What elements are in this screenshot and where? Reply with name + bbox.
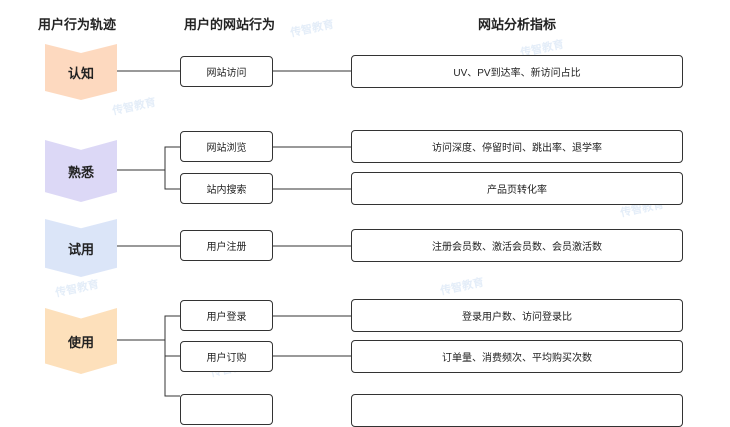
stage-label: 熟悉	[67, 164, 94, 180]
stage-label: 认知	[67, 65, 94, 81]
metric-box: 登录用户数、访问登录比	[351, 299, 683, 332]
connector-line	[164, 146, 180, 190]
action-box	[180, 394, 273, 425]
metric-box	[351, 394, 683, 427]
stage-familiarity: 熟悉	[45, 140, 117, 202]
header-track: 用户行为轨迹	[38, 17, 117, 32]
diagram-canvas: 传智教育 传智教育 传智教育 传智教育 传智教育 传智教育 传智教育 传智教育 …	[38, 17, 683, 427]
action-box: 网站浏览	[180, 131, 273, 162]
metric-box: 产品页转化率	[351, 172, 683, 205]
metric-box: 访问深度、停留时间、跳出率、退学率	[351, 130, 683, 163]
stage-usage: 使用	[45, 308, 117, 374]
stage-label: 使用	[67, 334, 94, 350]
action-box: 站内搜索	[180, 173, 273, 204]
stage-trial: 试用	[45, 219, 117, 277]
metric-box: UV、PV到达率、新访问占比	[351, 55, 683, 88]
header-metrics: 网站分析指标	[478, 17, 557, 32]
metric-box: 注册会员数、激活会员数、会员激活数	[351, 229, 683, 262]
stage-label: 试用	[67, 241, 94, 257]
action-box: 用户注册	[180, 230, 273, 261]
header-behavior: 用户的网站行为	[184, 17, 276, 32]
action-box: 用户登录	[180, 300, 273, 331]
metric-box: 订单量、消费频次、平均购买次数	[351, 340, 683, 373]
stage-awareness: 认知	[45, 44, 117, 100]
connector-lines	[117, 70, 351, 397]
action-box: 网站访问	[180, 56, 273, 87]
action-box: 用户订购	[180, 341, 273, 372]
